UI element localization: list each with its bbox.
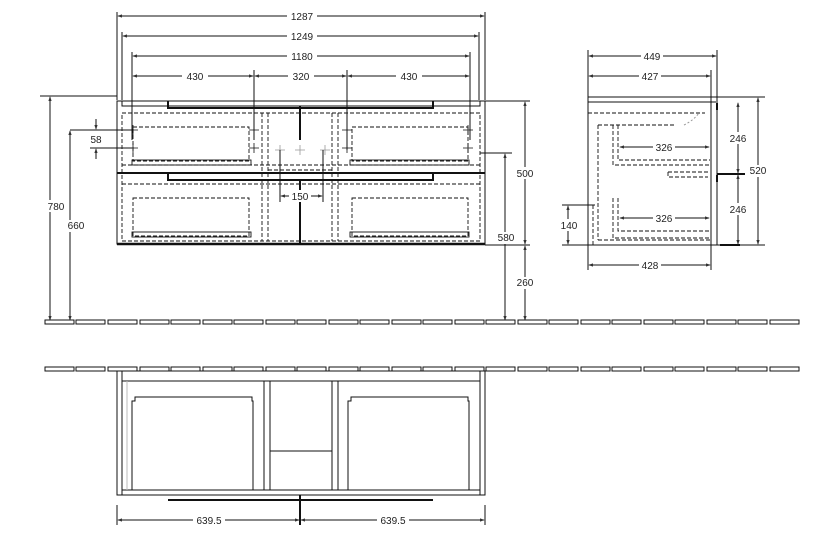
front-view [40, 12, 530, 321]
dim-inner-width: 1180 [291, 52, 313, 63]
dim-side-depth-top: 449 [644, 52, 661, 63]
dim-right-section: 430 [401, 72, 418, 83]
wall-line [44, 366, 800, 372]
dim-plinth-height: 140 [561, 221, 578, 232]
dim-half-left: 639.5 [196, 516, 221, 527]
dim-drawer-lower-depth: 326 [656, 214, 673, 225]
dim-waste-height: 580 [498, 233, 515, 244]
dim-drawer-lower-height: 246 [730, 205, 747, 216]
top-view [116, 370, 486, 525]
dim-side-depth-body: 427 [642, 72, 659, 83]
dim-middle-section: 320 [293, 72, 310, 83]
floor-line [44, 319, 800, 325]
dim-body-height: 500 [517, 169, 534, 180]
dim-overall-width: 1287 [291, 12, 314, 23]
dim-drawer-upper-height: 246 [730, 134, 747, 145]
dim-siphon-height: 660 [68, 221, 85, 232]
dim-left-section: 430 [187, 72, 204, 83]
dim-siphon-drop: 58 [90, 135, 102, 146]
dim-drawer-upper-depth: 326 [656, 143, 673, 154]
side-view [562, 50, 765, 270]
dim-floor-gap: 260 [517, 278, 534, 289]
dim-top-height: 780 [48, 202, 65, 213]
dim-side-total-height: 520 [750, 166, 767, 177]
dim-waste-spacing: 150 [292, 192, 309, 203]
dimension-labels: 1287 1249 1180 430 320 430 58 780 660 15… [45, 10, 769, 527]
dim-half-right: 639.5 [380, 516, 405, 527]
dim-side-depth-bottom: 428 [642, 261, 659, 272]
dim-carcass-width: 1249 [291, 32, 314, 43]
